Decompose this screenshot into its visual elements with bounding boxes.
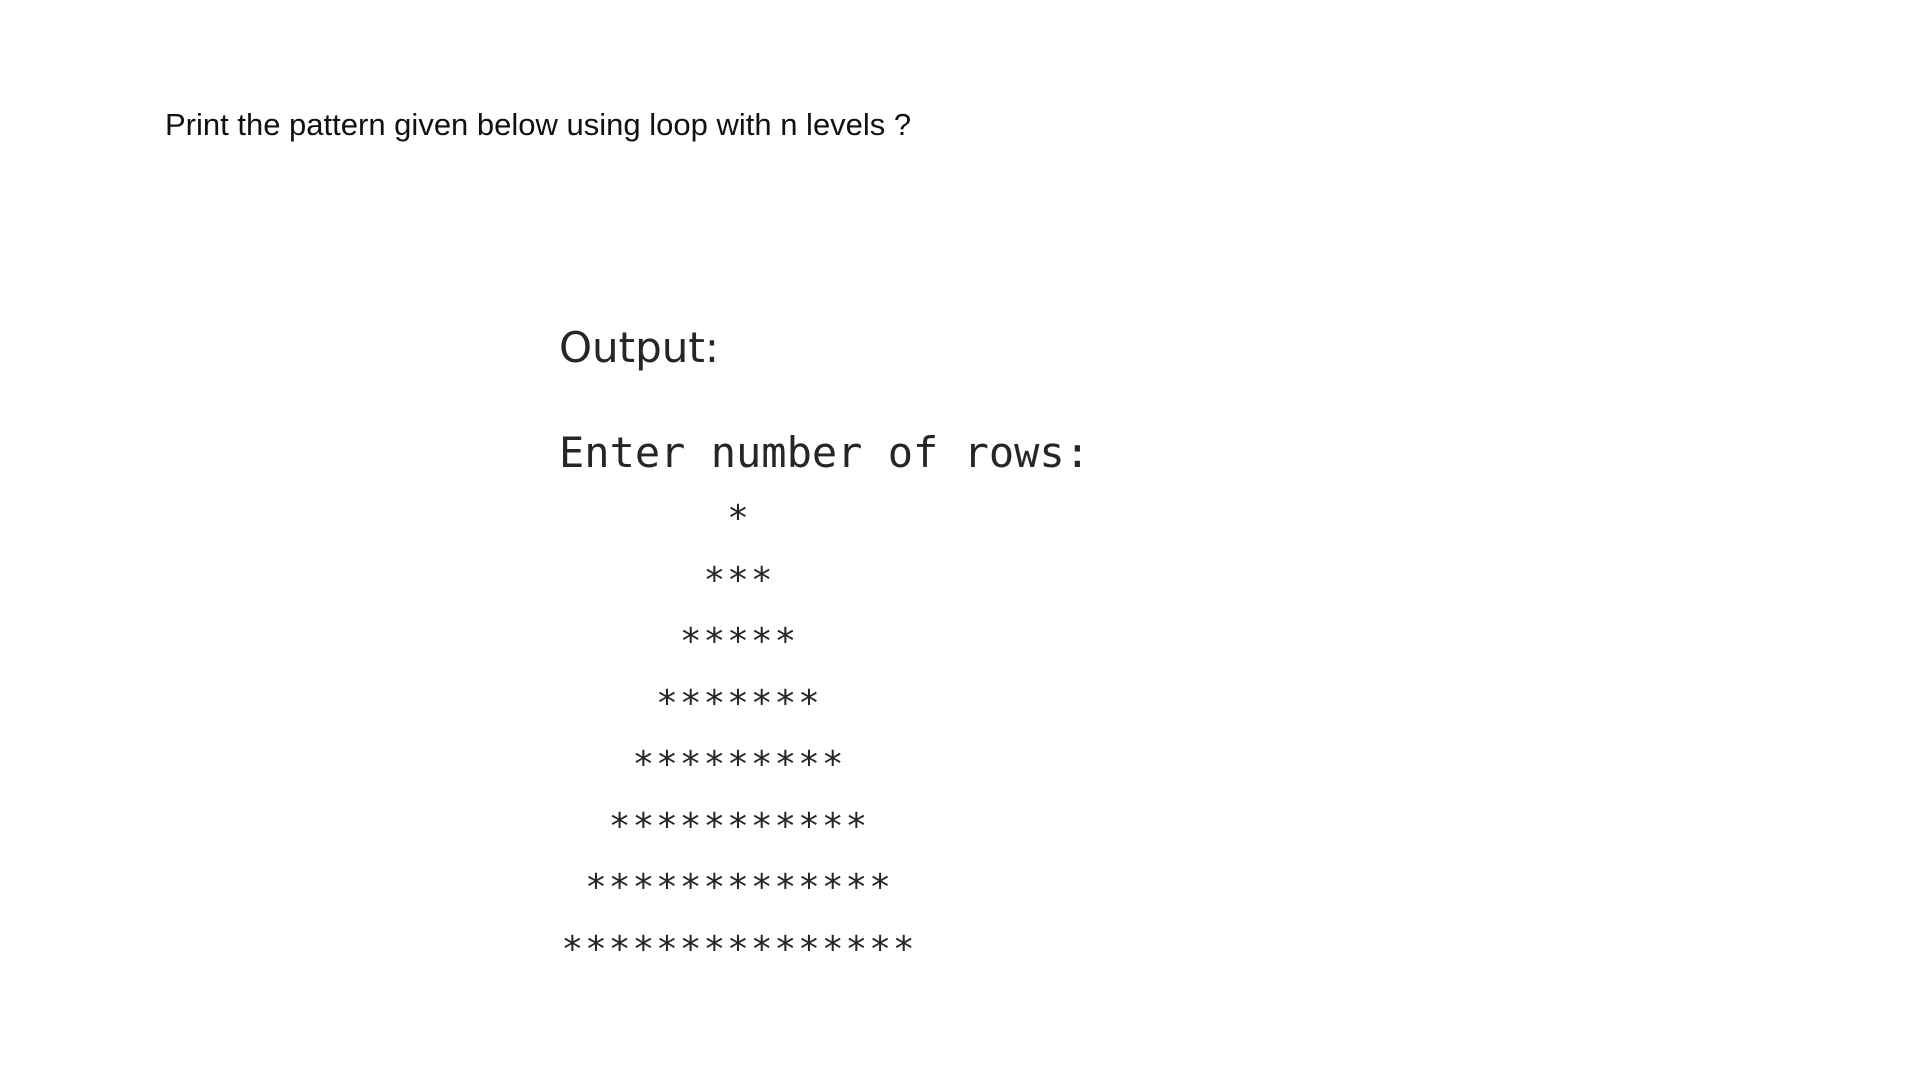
question-text: Print the pattern given below using loop… [165,107,912,142]
pattern-row: ********* [632,744,846,785]
pattern-row: * [727,498,751,539]
output-heading: Output: [559,323,720,372]
pattern-row: ******* [656,682,822,724]
pattern-row: *** [703,559,775,601]
input-prompt: Enter number of rows: [559,428,1091,477]
pattern-row: ************* [585,867,893,908]
star-pattern: * *** ***** ******* ********* **********… [559,488,919,980]
pattern-row: *************** [561,928,917,970]
pattern-row: *********** [608,805,870,847]
pattern-row: ***** [679,621,799,662]
